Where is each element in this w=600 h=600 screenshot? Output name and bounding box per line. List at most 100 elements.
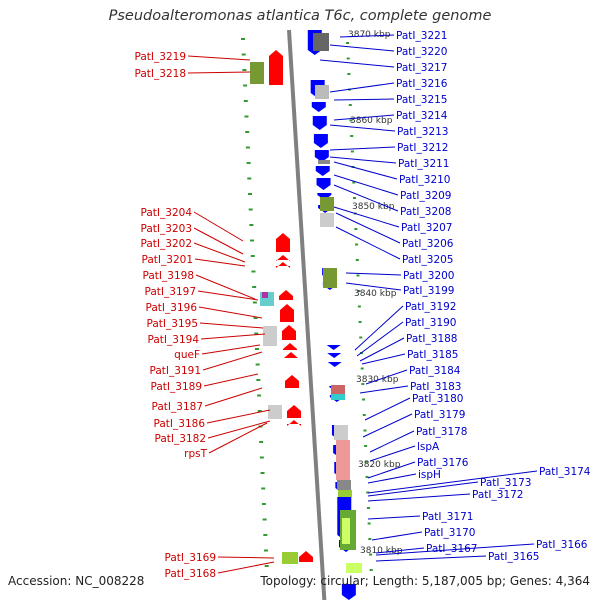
scale-tick: [363, 429, 367, 432]
scale-tick: [246, 162, 251, 164]
scale-mark-label: 3870 kbp: [348, 30, 391, 40]
scale-tick: [347, 73, 351, 75]
label-leader-line: [329, 156, 397, 164]
gene-label-left: PatI_3204: [141, 207, 193, 219]
label-leader-line: [333, 161, 398, 180]
gene-label-right: PatI_3210: [399, 174, 450, 186]
plus-strand-gene: [279, 290, 293, 300]
label-leader-line: [187, 55, 251, 61]
scale-tick: [241, 38, 245, 40]
scale-tick: [358, 321, 362, 323]
scale-tick: [362, 414, 366, 416]
label-leader-line: [195, 274, 256, 300]
scale-tick: [356, 274, 360, 277]
label-leader-line: [359, 385, 409, 394]
feature-block: [320, 213, 334, 227]
feature-block: [323, 268, 337, 288]
gene-label-left: PatI_3189: [151, 381, 202, 393]
scale-tick: [263, 534, 268, 536]
scale-tick: [357, 290, 361, 292]
genome-summary: Topology: circular; Length: 5,187,005 bp…: [260, 574, 590, 588]
gene-label-right: PatI_3166: [536, 539, 588, 551]
scale-tick: [369, 553, 373, 556]
scale-tick: [257, 394, 262, 397]
gene-label-right: PatI_3176: [417, 457, 469, 469]
label-leader-line: [375, 555, 487, 562]
gene-label-left: PatI_3194: [148, 334, 200, 346]
label-leader-line: [339, 34, 395, 38]
label-leader-line: [208, 422, 268, 454]
label-leader-line: [375, 547, 425, 554]
gene-label-right: PatI_3214: [396, 110, 448, 122]
plus-strand-gene: [276, 262, 290, 268]
gene-label-right: PatI_3220: [396, 46, 447, 58]
scale-tick: [362, 398, 366, 401]
label-leader-line: [345, 282, 402, 291]
scale-tick: [242, 69, 247, 71]
gene-label-right: lspA: [417, 441, 440, 453]
label-leader-line: [367, 470, 538, 494]
scale-tick: [251, 270, 256, 273]
gene-label-left: rpsT: [184, 448, 207, 460]
gene-label-right: PatI_3205: [402, 254, 453, 266]
scale-tick: [349, 119, 353, 122]
minus-strand-gene: [315, 166, 330, 176]
label-leader-line: [359, 337, 405, 362]
minus-strand-gene: [317, 193, 332, 200]
scale-tick: [243, 84, 248, 87]
label-leader-line: [333, 184, 399, 212]
plus-strand-gene: [269, 50, 283, 85]
feature-block: [315, 85, 329, 99]
label-leader-line: [199, 322, 264, 329]
gene-label-left: PatI_3219: [135, 51, 186, 63]
minus-strand-gene: [341, 584, 356, 600]
minus-strand-gene: [313, 134, 328, 148]
scale-tick: [245, 146, 250, 149]
label-leader-line: [367, 461, 416, 479]
scale-tick: [243, 100, 248, 102]
gene-label-left: PatI_3186: [154, 418, 206, 430]
plus-strand-gene: [282, 325, 296, 340]
feature-block: [334, 425, 348, 440]
label-leader-line: [187, 71, 251, 74]
scale-tick: [350, 150, 354, 153]
scale-tick: [364, 460, 368, 463]
feature-block: [346, 563, 362, 573]
feature-block: [313, 33, 329, 51]
gene-label-right: PatI_3179: [414, 409, 465, 421]
scale-tick: [259, 456, 264, 459]
scale-tick: [366, 507, 370, 509]
scale-tick: [352, 197, 356, 199]
label-leader-line: [329, 82, 395, 93]
label-leader-line: [362, 413, 413, 438]
feature-block: [337, 480, 351, 490]
plus-strand-gene: [280, 304, 294, 322]
label-leader-line: [207, 420, 271, 439]
label-leader-line: [193, 227, 244, 255]
scale-tick: [264, 565, 269, 567]
page-title: Pseudoalteromonas atlantica T6c, complet…: [108, 8, 492, 24]
scale-tick: [254, 332, 259, 335]
feature-block: [338, 490, 352, 497]
scale-tick: [355, 243, 359, 246]
plus-strand-gene: [283, 343, 297, 350]
label-leader-line: [354, 305, 404, 351]
scale-tick: [256, 379, 261, 381]
gene-label-right: ispH: [418, 469, 441, 481]
feature-block: [318, 160, 330, 164]
label-leader-line: [201, 344, 261, 355]
scale-tick: [259, 441, 264, 443]
gene-label-left: PatI_3198: [143, 270, 194, 282]
gene-label-left: PatI_3168: [165, 568, 216, 580]
label-leader-line: [365, 369, 408, 385]
gene-label-right: PatI_3173: [480, 477, 531, 489]
gene-label-right: PatI_3192: [405, 301, 456, 313]
gene-label-left: PatI_3197: [145, 286, 196, 298]
plus-strand-gene: [276, 233, 290, 252]
feature-block: [320, 197, 334, 211]
scale-tick: [241, 53, 246, 56]
scale-tick: [360, 367, 364, 370]
accession-label: Accession: NC_008228: [8, 574, 145, 588]
